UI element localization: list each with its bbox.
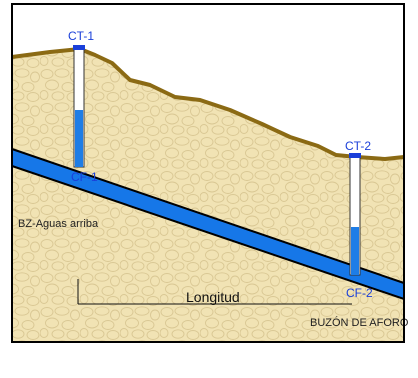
ct1-label: CT-1 [68,29,94,43]
ground-surface-line [11,47,405,161]
gauging-box-label: BUZÓN DE AFORO [310,316,409,329]
length-label: Longitud [186,289,240,305]
upstream-box-label: BZ-Aguas arriba [18,218,99,230]
soil-body [12,49,404,342]
piezometer-ct2 [349,153,361,276]
ct2-label: CT-2 [345,139,371,153]
cf1-label: CF-1 [71,170,98,184]
piezometer-ct1 [73,45,85,168]
cf2-label: CF-2 [346,286,373,300]
diagram-frame [11,3,405,343]
